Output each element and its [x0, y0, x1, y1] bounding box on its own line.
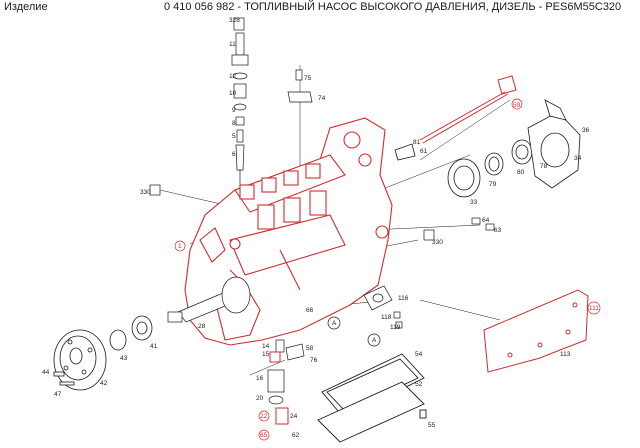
callout-52: 52: [415, 381, 423, 388]
callout-33: 33: [470, 199, 478, 206]
callout-5: 5: [232, 133, 236, 140]
callout-62: 62: [292, 432, 300, 439]
callout-41: 41: [150, 343, 158, 350]
callout-58: 58: [306, 345, 314, 352]
callout-A-top: A: [332, 320, 337, 327]
callout-116: 116: [398, 295, 409, 302]
callout-78: 78: [540, 163, 548, 170]
callout-61: 61: [420, 148, 428, 155]
sensor-cable: [419, 75, 517, 144]
callout-330-left: 330: [140, 189, 151, 196]
callout-54: 54: [415, 351, 423, 358]
callout-64: 64: [482, 217, 490, 224]
product-label: Изделие: [4, 1, 48, 13]
cover-gaskets: [317, 353, 427, 443]
callout-9: 9: [232, 107, 236, 114]
injector-assembly: [231, 17, 249, 188]
product-title: 0 410 056 982 - ТОПЛИВНЫЙ НАСОС ВЫСОКОГО…: [164, 1, 622, 13]
callout-81: 81: [413, 139, 421, 146]
small-fittings: [149, 184, 495, 329]
callout-24: 24: [290, 413, 298, 420]
exploded-parts-diagram: 328 11 12 10 9 8 5 6 75 74 330 1 59 61 8…: [42, 17, 601, 443]
header-bar: Изделие 0 410 056 982 - ТОПЛИВНЫЙ НАСОС …: [0, 0, 640, 16]
callout-34: 34: [574, 155, 582, 162]
callout-labels: 328 11 12 10 9 8 5 6 75 74 330 1 59 61 8…: [42, 17, 599, 439]
bolt-and-plate: [287, 69, 313, 103]
callout-42: 42: [100, 380, 108, 387]
callout-12: 12: [229, 73, 237, 80]
callout-1: 1: [178, 243, 182, 250]
callout-A-bottom: A: [372, 337, 377, 344]
drive-gear: [53, 315, 153, 391]
callout-36: 36: [582, 127, 590, 134]
callout-80: 80: [517, 169, 525, 176]
callout-43: 43: [120, 355, 128, 362]
callout-119: 119: [390, 324, 401, 331]
callout-14: 14: [262, 343, 270, 350]
bearing-and-seals: [394, 139, 533, 198]
callout-75: 75: [304, 75, 312, 82]
callout-6: 6: [232, 151, 236, 158]
callout-330-right: 330: [432, 239, 443, 246]
callout-16: 16: [256, 375, 264, 382]
callout-47: 47: [54, 391, 62, 398]
callout-76: 76: [310, 357, 318, 364]
end-cover: [527, 99, 581, 189]
callout-circles: [174, 98, 601, 441]
callout-10: 10: [229, 90, 237, 97]
callout-74: 74: [318, 95, 326, 102]
governor-parts-red: [269, 351, 289, 425]
callout-328: 328: [229, 17, 240, 24]
callout-20: 20: [256, 395, 264, 402]
callout-113: 113: [560, 351, 571, 358]
callout-79: 79: [489, 181, 497, 188]
callout-11: 11: [229, 41, 236, 48]
governor-plate: [483, 289, 589, 373]
callout-44: 44: [42, 369, 50, 376]
callout-118: 118: [381, 314, 392, 321]
callout-63: 63: [494, 227, 502, 234]
callout-55: 55: [428, 422, 436, 429]
callout-66: 66: [306, 307, 314, 314]
governor-parts: [267, 339, 305, 405]
pump-housing: [184, 117, 393, 346]
callout-59: 59: [513, 102, 521, 109]
callout-111: 111: [589, 305, 599, 312]
callout-22: 22: [260, 413, 268, 420]
callout-8: 8: [232, 120, 236, 127]
callout-65: 65: [260, 432, 268, 439]
callout-15: 15: [262, 351, 270, 358]
drive-shaft: [167, 276, 251, 323]
callout-28: 28: [198, 323, 206, 330]
